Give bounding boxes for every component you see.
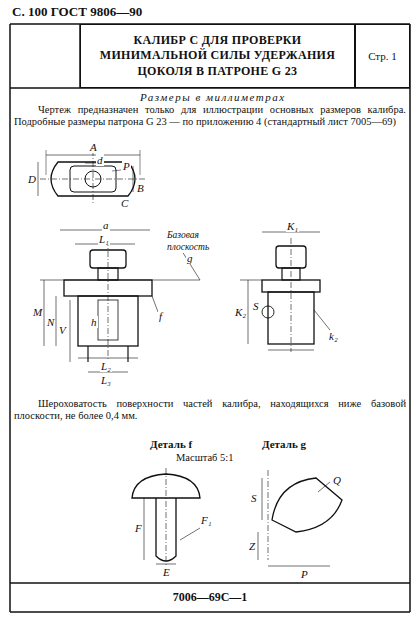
cell-text: Стр. 1 <box>368 49 397 63</box>
dim: d <box>96 154 104 166</box>
dim: k₂ <box>328 330 339 342</box>
dim: N <box>46 316 55 328</box>
dim: h <box>90 316 98 328</box>
roughness-note: Шероховатость поверхности частей калибра… <box>14 398 406 422</box>
dim: P <box>122 160 131 172</box>
dim: F <box>134 522 143 534</box>
sheet-number: 7006—69С—1 <box>10 583 410 612</box>
dim: L₂ <box>100 360 112 372</box>
dim: S <box>250 492 258 504</box>
base-plane-label: Базовая плоскость <box>166 229 228 253</box>
scale-note: Масштаб 5:1 <box>176 452 234 464</box>
dim: S <box>252 300 260 312</box>
detail-title: Деталь f <box>150 438 192 450</box>
dim: D <box>27 173 37 185</box>
dim: Q <box>332 474 342 486</box>
dim: C <box>120 197 129 209</box>
callout-letter: f <box>158 310 163 322</box>
note-paragraph: Чертеж предназначен только для иллюстрац… <box>14 104 406 128</box>
page-cell: Стр. 1 <box>355 24 410 88</box>
detail-title: Деталь g <box>262 438 306 450</box>
dim: V <box>58 324 67 336</box>
dim: P <box>300 568 309 580</box>
dim: Z <box>248 540 256 552</box>
dim: a <box>102 219 110 231</box>
dim: E <box>162 566 171 578</box>
dim: F₁ <box>200 514 213 526</box>
dim: L₁ <box>98 233 110 245</box>
cell-text: КАЛИБР С ДЛЯ ПРОВЕРКИ МИНИМАЛЬНОЙ СИЛЫ У… <box>87 33 348 80</box>
page-header: С. 100 ГОСТ 9806—90 <box>12 6 142 18</box>
callout-letter: g <box>186 252 194 264</box>
dim: K₁ <box>286 220 299 232</box>
units-note: Размеры в миллиметрах <box>140 91 286 103</box>
title-cell: КАЛИБР С ДЛЯ ПРОВЕРКИ МИНИМАЛЬНОЙ СИЛЫ У… <box>80 24 355 88</box>
dim: K₂ <box>234 306 247 318</box>
cell-text: 7006—69С—1 <box>173 590 248 606</box>
dim: A <box>89 141 98 153</box>
dim: B <box>136 182 145 194</box>
dim: M <box>32 306 43 318</box>
dim: L₃ <box>100 374 112 386</box>
